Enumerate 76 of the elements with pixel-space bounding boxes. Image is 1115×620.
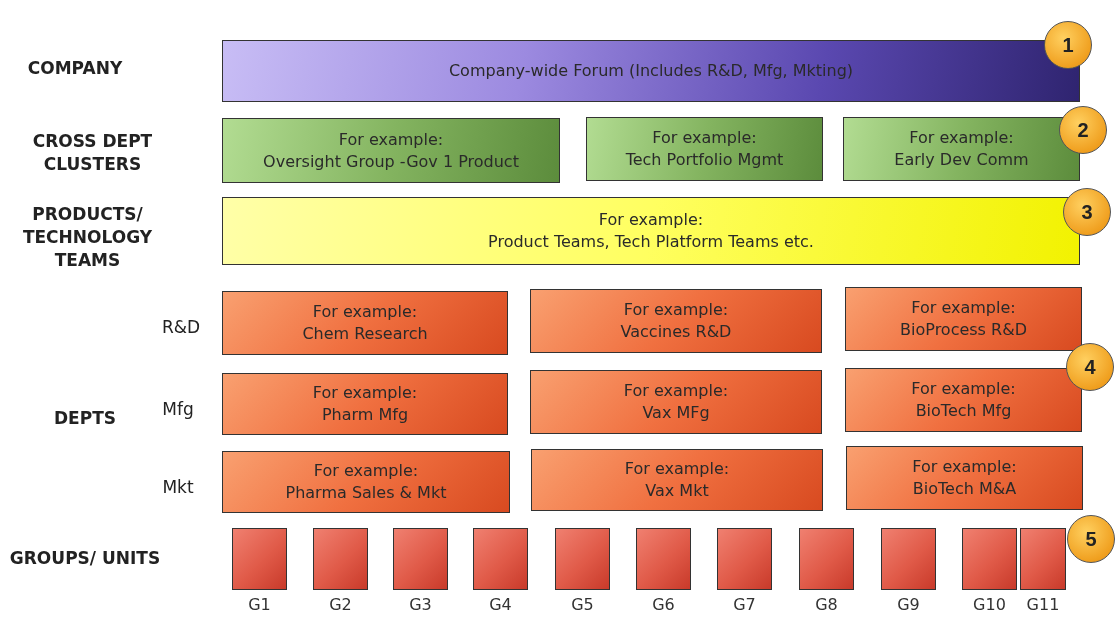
level-label: PRODUCTS/ TECHNOLOGY TEAMS	[21, 203, 154, 272]
dept-label: R&D	[160, 316, 202, 339]
org-box	[222, 197, 1080, 265]
box-text: BioTech M&A	[912, 478, 1017, 500]
dept-label: Mkt	[161, 476, 195, 499]
group-box	[555, 528, 610, 590]
group-label: G3	[408, 595, 433, 614]
box-text: Early Dev Comm	[894, 149, 1029, 171]
org-box	[531, 449, 823, 511]
org-box	[530, 289, 822, 353]
box-heading: For example:	[652, 127, 757, 149]
number-circle: 5	[1067, 515, 1115, 563]
group-label: G7	[732, 595, 757, 614]
group-box	[799, 528, 854, 590]
group-label: G5	[570, 595, 595, 614]
box-text: Oversight Group -Gov 1 Product	[263, 150, 519, 173]
org-box	[530, 370, 822, 434]
group-box	[393, 528, 448, 590]
box-heading: For example:	[313, 460, 419, 482]
group-label: G10	[972, 595, 1007, 614]
box-text: BioProcess R&D	[900, 319, 1027, 341]
org-box	[586, 117, 823, 181]
org-box	[846, 446, 1083, 510]
dept-label: Mfg	[161, 398, 195, 421]
org-box	[222, 373, 508, 435]
org-box	[222, 291, 508, 355]
group-label: G1	[247, 595, 272, 614]
org-box	[845, 368, 1082, 432]
group-box	[313, 528, 368, 590]
group-box	[717, 528, 772, 590]
level-label: CROSS DEPT CLUSTERS	[31, 130, 154, 176]
org-box	[845, 287, 1082, 351]
level-label: DEPTS	[53, 407, 117, 430]
number-circle: 3	[1063, 188, 1111, 236]
group-label: G8	[814, 595, 839, 614]
group-box	[881, 528, 936, 590]
box-heading: For example:	[312, 301, 418, 323]
box-text: Vax Mkt	[645, 480, 709, 502]
group-label: G4	[488, 595, 513, 614]
level-label: GROUPS/ UNITS	[8, 547, 162, 570]
box-text: Tech Portfolio Mgmt	[625, 149, 784, 171]
box-heading: For example:	[624, 458, 730, 480]
box-text: Pharm Mfg	[321, 404, 409, 426]
org-box	[222, 451, 510, 513]
group-box	[1020, 528, 1066, 590]
group-box	[636, 528, 691, 590]
org-box	[843, 117, 1080, 181]
group-label: G11	[1025, 595, 1061, 614]
box-heading: For example:	[623, 299, 729, 321]
group-box	[473, 528, 528, 590]
box-heading: For example:	[312, 382, 418, 404]
box-text: Vax MFg	[642, 402, 710, 424]
box-text: Vaccines R&D	[620, 321, 732, 343]
level-label: COMPANY	[26, 57, 124, 80]
group-label: G9	[896, 595, 921, 614]
group-label: G6	[651, 595, 676, 614]
number-circle: 4	[1066, 343, 1114, 391]
box-text: Chem Research	[302, 323, 428, 345]
box-text: Product Teams, Tech Platform Teams etc.	[488, 231, 814, 253]
box-heading: For example:	[911, 378, 1016, 400]
group-box	[962, 528, 1017, 590]
box-heading: For example:	[598, 209, 704, 231]
box-text: BioTech Mfg	[915, 400, 1012, 422]
box-heading: For example:	[911, 297, 1016, 319]
number-circle: 1	[1044, 21, 1092, 69]
box-heading: Company-wide Forum (Includes R&D, Mfg, Mkting)	[448, 60, 854, 82]
box-heading: For example:	[909, 127, 1014, 149]
org-box	[222, 40, 1080, 102]
group-box	[232, 528, 287, 590]
org-box	[222, 118, 560, 183]
box-heading: For example:	[912, 456, 1017, 478]
box-text: Pharma Sales & Mkt	[285, 482, 447, 504]
number-circle: 2	[1059, 106, 1107, 154]
group-label: G2	[328, 595, 353, 614]
box-heading: For example:	[338, 128, 444, 151]
box-heading: For example:	[623, 380, 729, 402]
